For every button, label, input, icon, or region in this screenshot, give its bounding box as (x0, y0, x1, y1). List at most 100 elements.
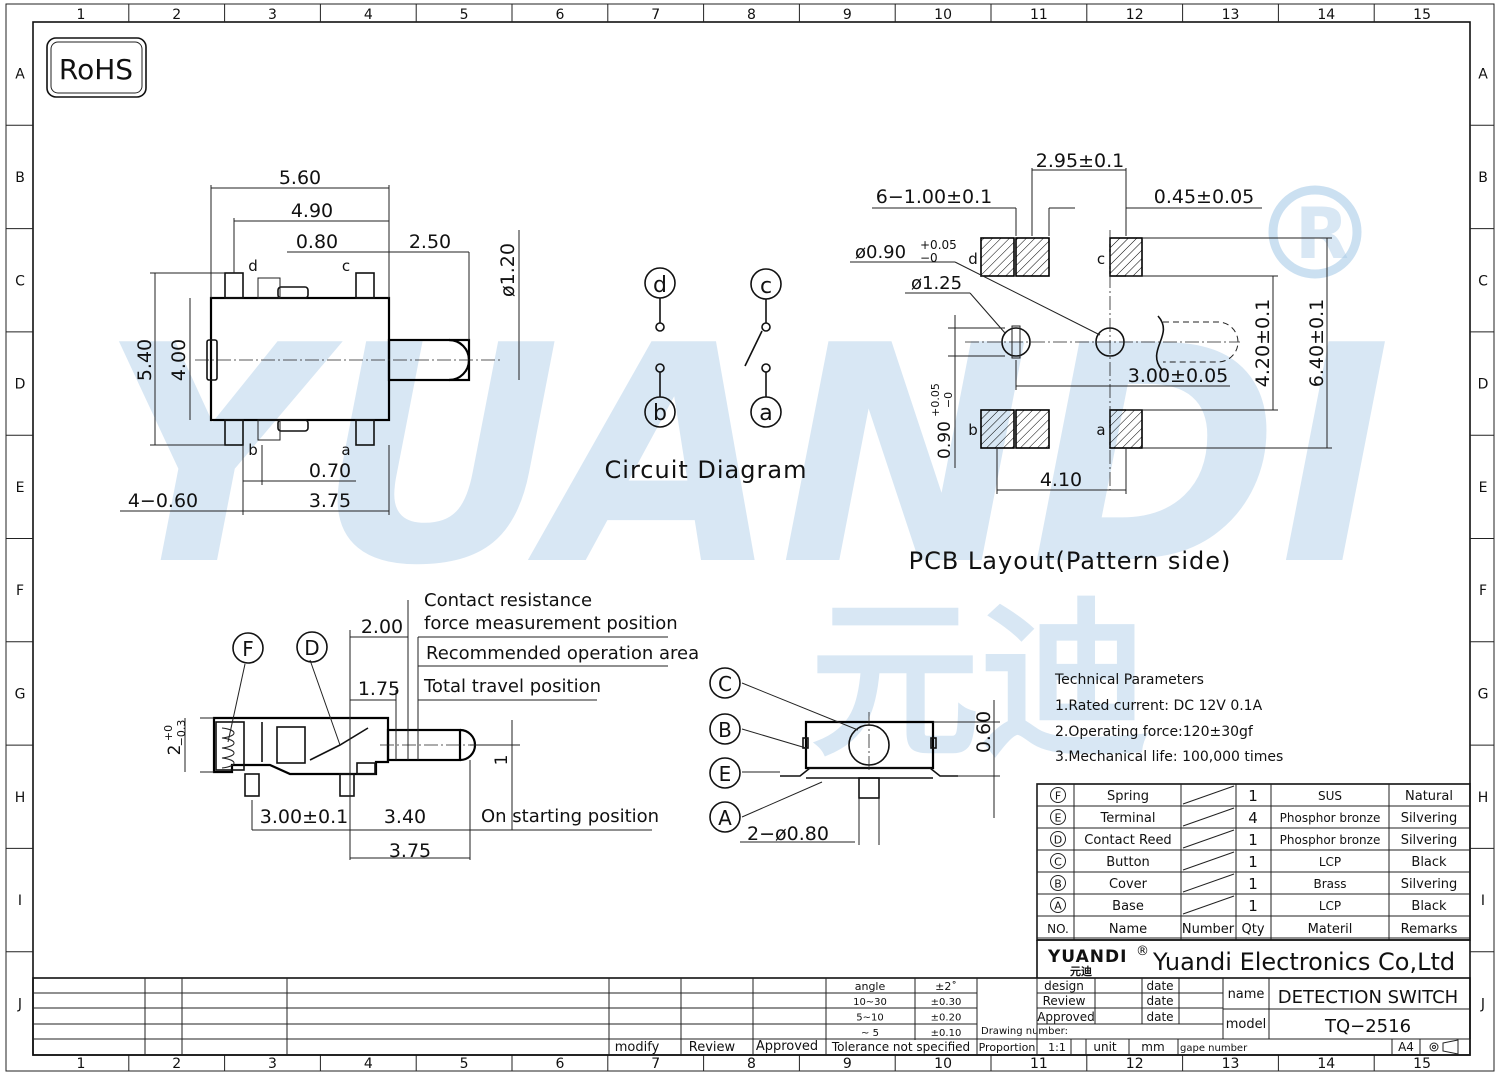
bom-row-qty: 1 (1248, 853, 1258, 871)
svg-text:1.Rated current: DC 12V 0.1A: 1.Rated current: DC 12V 0.1A (1055, 698, 1263, 714)
bom-row-remarks: Black (1411, 855, 1447, 870)
svg-text:d: d (248, 257, 258, 275)
zone-col-label: 14 (1317, 7, 1335, 23)
front-view: C B E A 0.60 2−ø0.80 (709, 667, 1000, 845)
rev-modify: modify (615, 1040, 660, 1055)
svg-text:0.70: 0.70 (309, 460, 351, 482)
svg-text:5~10: 5~10 (856, 1013, 883, 1024)
zone-row-label: C (1478, 273, 1488, 289)
svg-text:−0.3: −0.3 (175, 720, 188, 747)
bom-row-material: Brass (1313, 877, 1346, 891)
svg-text:±0.10: ±0.10 (931, 1028, 962, 1039)
zone-col-label: 10 (934, 7, 952, 23)
svg-text:ø0.90: ø0.90 (855, 242, 906, 263)
svg-text:5.40: 5.40 (134, 339, 156, 381)
svg-text:gape number: gape number (1180, 1043, 1248, 1054)
svg-text:−0: −0 (920, 251, 938, 265)
svg-text:Qty: Qty (1241, 922, 1264, 937)
svg-text:0.60: 0.60 (973, 711, 995, 753)
bom-row-name: Contact Reed (1084, 833, 1171, 848)
svg-text:+0: +0 (162, 725, 175, 741)
watermark: YUANDI 元迪 R (100, 185, 1391, 781)
bom-row-material: LCP (1319, 855, 1341, 869)
svg-text:3.00±0.1: 3.00±0.1 (260, 806, 348, 828)
svg-text:a: a (759, 401, 772, 426)
svg-text:unit: unit (1093, 1040, 1117, 1054)
svg-text:2.50: 2.50 (409, 231, 451, 253)
svg-text:−0: −0 (942, 392, 955, 408)
svg-text:®: ® (1136, 944, 1149, 959)
rev-review: Review (689, 1040, 736, 1055)
svg-text:R: R (1295, 193, 1349, 275)
svg-text:~ 5: ~ 5 (861, 1028, 879, 1039)
svg-text:2: 2 (165, 745, 185, 756)
svg-text:angle: angle (855, 980, 886, 993)
svg-text:b: b (653, 401, 667, 426)
svg-text:c: c (342, 257, 350, 275)
svg-text:B: B (718, 718, 732, 742)
svg-text:date: date (1146, 994, 1173, 1008)
bom-row-remarks: Black (1411, 899, 1447, 914)
svg-text:ø1.25: ø1.25 (911, 273, 962, 294)
svg-text:a: a (1096, 421, 1105, 439)
svg-text:YUANDI: YUANDI (100, 282, 1391, 631)
zone-col-label: 9 (843, 7, 852, 23)
tolerance-footer: Tolerance not specified (831, 1040, 970, 1054)
svg-text:4.10: 4.10 (1040, 469, 1082, 491)
bom-row-name: Button (1106, 855, 1150, 870)
svg-text:2.00: 2.00 (361, 616, 403, 638)
zone-col-label: 15 (1413, 7, 1431, 23)
name-label: name (1228, 987, 1265, 1002)
svg-text:design: design (1044, 979, 1084, 993)
svg-text:b: b (968, 421, 978, 439)
zone-col-label: 12 (1126, 7, 1144, 23)
zone-col-label: 2 (172, 7, 181, 23)
zone-row-label: C (15, 273, 25, 289)
zone-row-label: J (17, 996, 22, 1012)
svg-text:6.40±0.1: 6.40±0.1 (1306, 299, 1328, 387)
bom-row-no: E (1055, 812, 1062, 825)
zone-col-label: 5 (460, 7, 469, 23)
name-value: DETECTION SWITCH (1278, 987, 1458, 1008)
svg-text:2.Operating force:120±30gf: 2.Operating force:120±30gf (1055, 724, 1254, 740)
bom-row-remarks: Natural (1405, 789, 1453, 804)
side-view: F D Contact resistance force measurement… (162, 590, 699, 862)
zone-col-label: 11 (1030, 1056, 1048, 1072)
svg-text:Name: Name (1109, 922, 1147, 937)
svg-text:NO.: NO. (1047, 922, 1069, 936)
svg-text:3.75: 3.75 (389, 840, 431, 862)
svg-text:E: E (719, 762, 732, 786)
svg-text:4.20±0.1: 4.20±0.1 (1252, 299, 1274, 387)
zone-col-label: 1 (76, 1056, 85, 1072)
model-value: TQ−2516 (1324, 1016, 1411, 1037)
zone-row-label: I (1481, 893, 1485, 909)
svg-text:date: date (1146, 1010, 1173, 1024)
zone-col-label: 3 (268, 7, 277, 23)
svg-text:Drawing number:: Drawing number: (981, 1026, 1068, 1037)
svg-text:F: F (242, 637, 254, 661)
svg-text:RoHS: RoHS (59, 53, 133, 86)
zone-row-label: D (15, 377, 26, 393)
svg-text:Remarks: Remarks (1401, 922, 1458, 937)
zone-col-label: 3 (268, 1056, 277, 1072)
bom-row-no: F (1055, 790, 1061, 803)
svg-text:±2˚: ±2˚ (935, 980, 957, 993)
svg-text:4.00: 4.00 (168, 339, 190, 381)
bom-row-no: C (1054, 856, 1062, 869)
svg-text:0.90: 0.90 (935, 421, 955, 459)
zone-col-label: 5 (460, 1056, 469, 1072)
svg-text:force measurement position: force measurement position (424, 613, 678, 634)
zone-row-label: G (15, 686, 26, 702)
svg-text:On starting position: On starting position (481, 806, 659, 827)
zone-row-label: A (15, 67, 25, 83)
bom-row-no: A (1054, 900, 1062, 913)
svg-text:2−ø0.80: 2−ø0.80 (747, 823, 829, 845)
svg-text:3.00±0.05: 3.00±0.05 (1128, 365, 1229, 387)
bom-row-qty: 4 (1248, 809, 1258, 827)
svg-text:Technical Parameters: Technical Parameters (1054, 672, 1204, 688)
zone-col-label: 8 (747, 7, 756, 23)
